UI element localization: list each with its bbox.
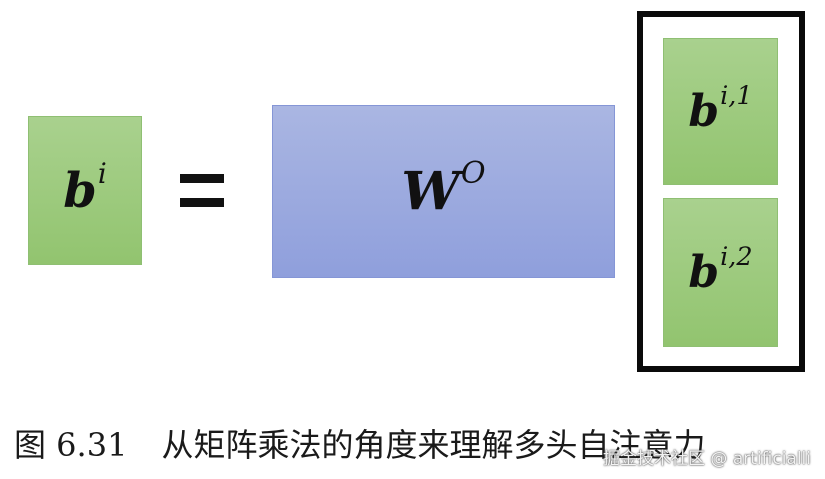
vector-b-i1-box: bi,1	[663, 38, 778, 185]
w-o-base: W	[401, 160, 460, 222]
equals-bar-top	[180, 174, 224, 183]
caption-text: 从矩阵乘法的角度来理解多头自注意力	[161, 426, 706, 464]
matrix-w-o-box: WO	[272, 105, 615, 278]
figure-caption: 图 6.31 从矩阵乘法的角度来理解多头自注意力	[14, 420, 705, 466]
b-i1-base: b	[688, 85, 720, 137]
b-i2-label: bi,2	[688, 244, 752, 295]
w-o-superscript: O	[460, 155, 486, 191]
vector-b-i-box: bi	[28, 116, 142, 265]
equals-sign	[176, 162, 228, 218]
b-i2-base: b	[688, 246, 720, 298]
b-i1-superscript: i,1	[720, 80, 753, 111]
b-i-superscript: i	[97, 156, 107, 190]
figure-number: 图 6.31	[14, 426, 128, 464]
w-o-label: WO	[401, 158, 485, 218]
equals-bar-bottom	[180, 198, 224, 207]
b-i-label: bi	[63, 159, 106, 214]
watermark: 掘金技术社区 @ artificialli	[603, 449, 811, 469]
b-i1-label: bi,1	[688, 83, 752, 134]
concatenated-vector-frame	[637, 11, 805, 372]
vector-b-i2-box: bi,2	[663, 198, 778, 347]
b-i2-superscript: i,2	[720, 241, 753, 272]
b-i-base: b	[63, 162, 97, 219]
